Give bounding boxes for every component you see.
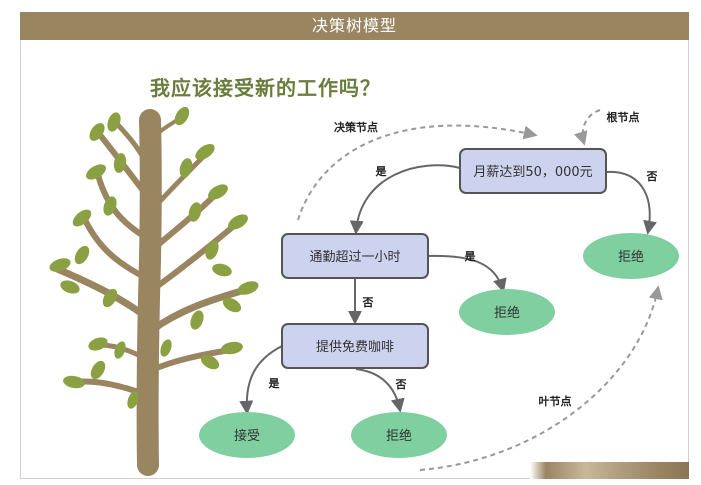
- edge-label-commute-no: 否: [362, 296, 374, 309]
- annotation-leaf-node: 叶节点: [539, 394, 572, 408]
- decision-node-commute: 通勤超过一小时: [281, 233, 429, 279]
- edge-coffee-yes: [239, 345, 283, 415]
- node-label: 通勤超过一小时: [309, 250, 400, 265]
- leaf-node-reject-2: 拒绝: [459, 289, 555, 335]
- edge-salary-no: [605, 170, 657, 235]
- tree-illustration: [49, 106, 259, 476]
- leaf-node-reject-3: 拒绝: [351, 412, 447, 458]
- annotation-root-node: 根节点: [607, 110, 640, 124]
- decorative-strip: [530, 462, 689, 479]
- node-label: 接受: [234, 428, 260, 444]
- root-node-arrow: [574, 109, 601, 146]
- node-label: 提供免费咖啡: [316, 339, 394, 355]
- edge-label-salary-no: 否: [646, 170, 658, 183]
- annotation-decision-node: 决策节点: [334, 120, 378, 134]
- edge-commute-yes: [427, 254, 507, 293]
- leaf-node-accept: 接受: [199, 412, 295, 458]
- annotation-arrows: [297, 109, 663, 471]
- diagram-question: 我应该接受新的工作吗？: [150, 76, 381, 100]
- node-label: 拒绝: [618, 249, 644, 265]
- leaf-node-arrow: [419, 285, 663, 471]
- decision-node-arrow: [297, 124, 538, 221]
- node-label: 拒绝: [386, 428, 412, 444]
- page-title: 决策树模型: [20, 12, 689, 40]
- edge-salary-yes: [349, 164, 461, 235]
- edge-coffee-no: [355, 368, 405, 413]
- node-label: 月薪达到50，000元: [473, 165, 592, 180]
- node-label: 拒绝: [494, 305, 520, 321]
- decision-node-salary: 月薪达到50，000元: [459, 148, 607, 194]
- tree-edges: [239, 164, 657, 415]
- edge-label-salary-yes: 是: [375, 165, 388, 178]
- edge-label-commute-yes: 是: [464, 250, 477, 263]
- decision-node-coffee: 提供免费咖啡: [281, 323, 429, 369]
- edge-label-coffee-no: 否: [395, 378, 407, 391]
- edge-label-coffee-yes: 是: [268, 377, 281, 390]
- leaf-node-reject-1: 拒绝: [583, 233, 679, 279]
